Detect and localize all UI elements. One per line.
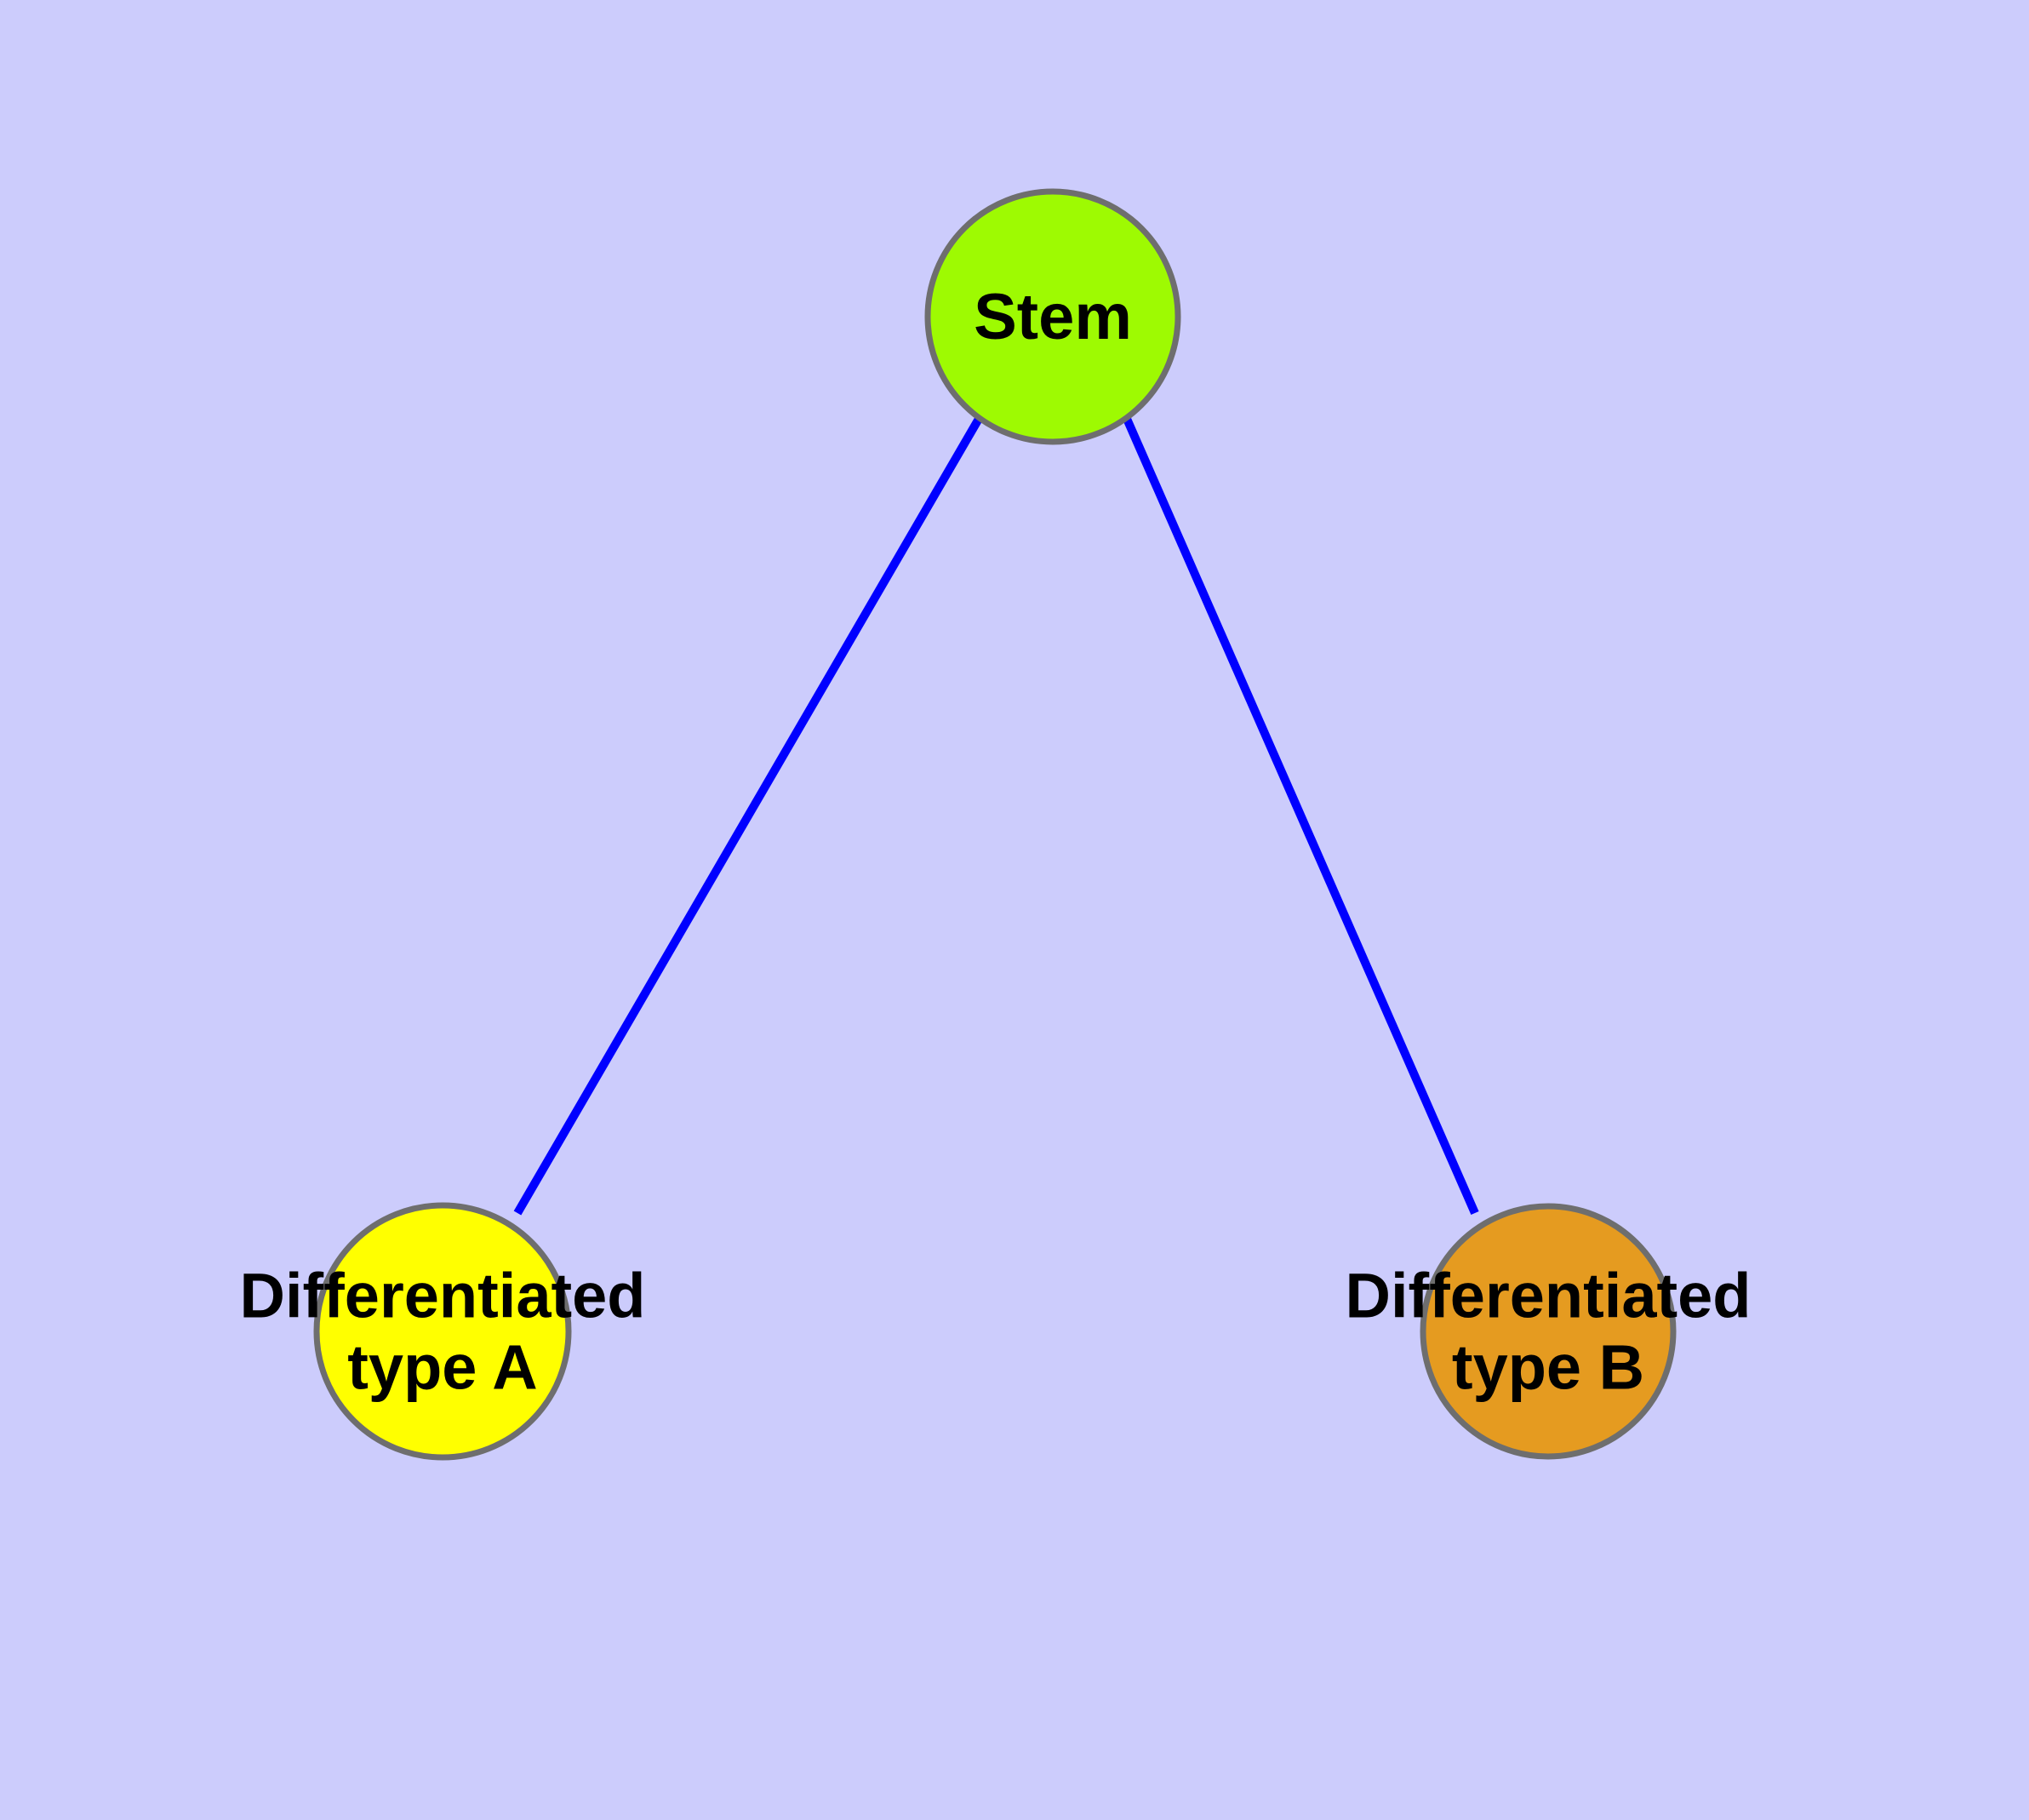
edge-stem-diff_a[interactable] bbox=[513, 416, 983, 1216]
edge-stem-diff_b[interactable] bbox=[1123, 416, 1479, 1216]
node-stem[interactable] bbox=[924, 188, 1181, 445]
node-label-line: type B bbox=[1452, 1332, 1644, 1403]
edges-layer bbox=[513, 416, 1479, 1216]
node-label-stem: Stem bbox=[974, 281, 1132, 353]
nodes-layer bbox=[313, 188, 1677, 1461]
node-label-line: Differentiated bbox=[1346, 1260, 1752, 1331]
node-diff_a[interactable] bbox=[313, 1202, 572, 1461]
node-diff_b[interactable] bbox=[1420, 1203, 1677, 1460]
node-label-line: Stem bbox=[974, 281, 1132, 353]
node-label-line: Differentiated bbox=[240, 1260, 646, 1331]
node-label-line: type A bbox=[347, 1332, 537, 1403]
